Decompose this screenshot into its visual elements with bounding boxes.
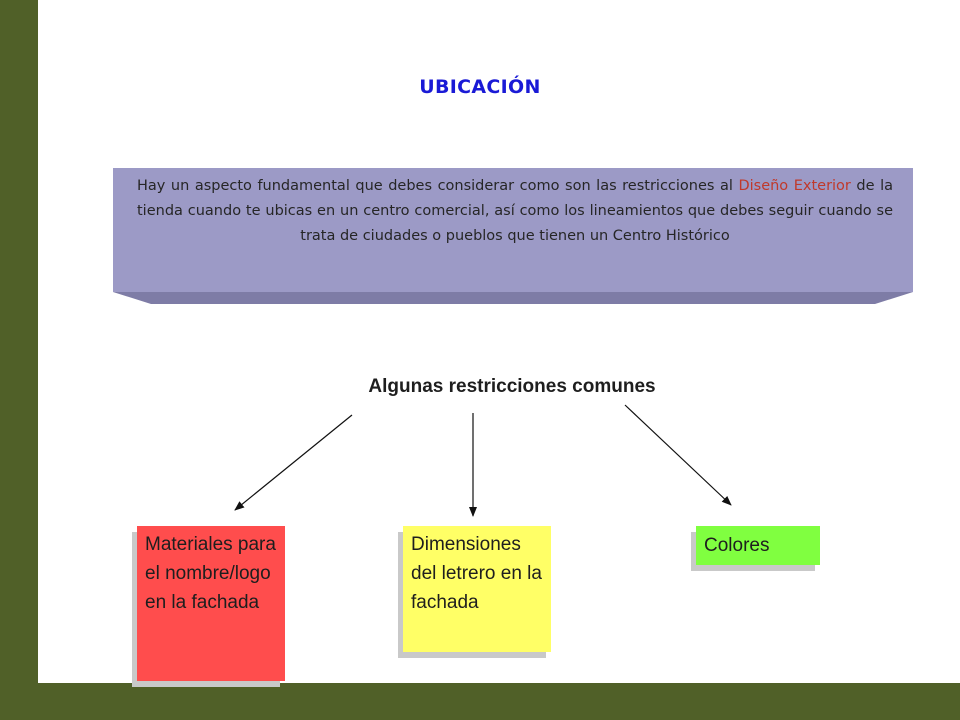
box-colors: Colores	[696, 526, 820, 565]
banner-panel: Hay un aspecto fundamental que debes con…	[113, 168, 913, 292]
arrow-to-colors	[624, 404, 732, 506]
banner-text: Hay un aspecto fundamental que debes con…	[137, 174, 893, 249]
arrow-to-materials	[234, 414, 353, 511]
diagram-heading: Algunas restricciones comunes	[368, 376, 656, 397]
banner-highlight: Diseño Exterior	[738, 178, 851, 194]
box-materials: Materiales para el nombre/logo en la fac…	[137, 526, 285, 681]
page-title: UBICACIÓN	[419, 76, 541, 98]
box-dimensions: Dimensiones del letrero en la fachada	[403, 526, 551, 652]
info-banner: Hay un aspecto fundamental que debes con…	[113, 168, 913, 304]
banner-text-start: Hay un aspecto fundamental que debes con…	[137, 178, 739, 194]
banner-text-end: de la tienda cuando te ubicas en un cent…	[137, 178, 893, 244]
banner-bevel	[113, 292, 913, 304]
